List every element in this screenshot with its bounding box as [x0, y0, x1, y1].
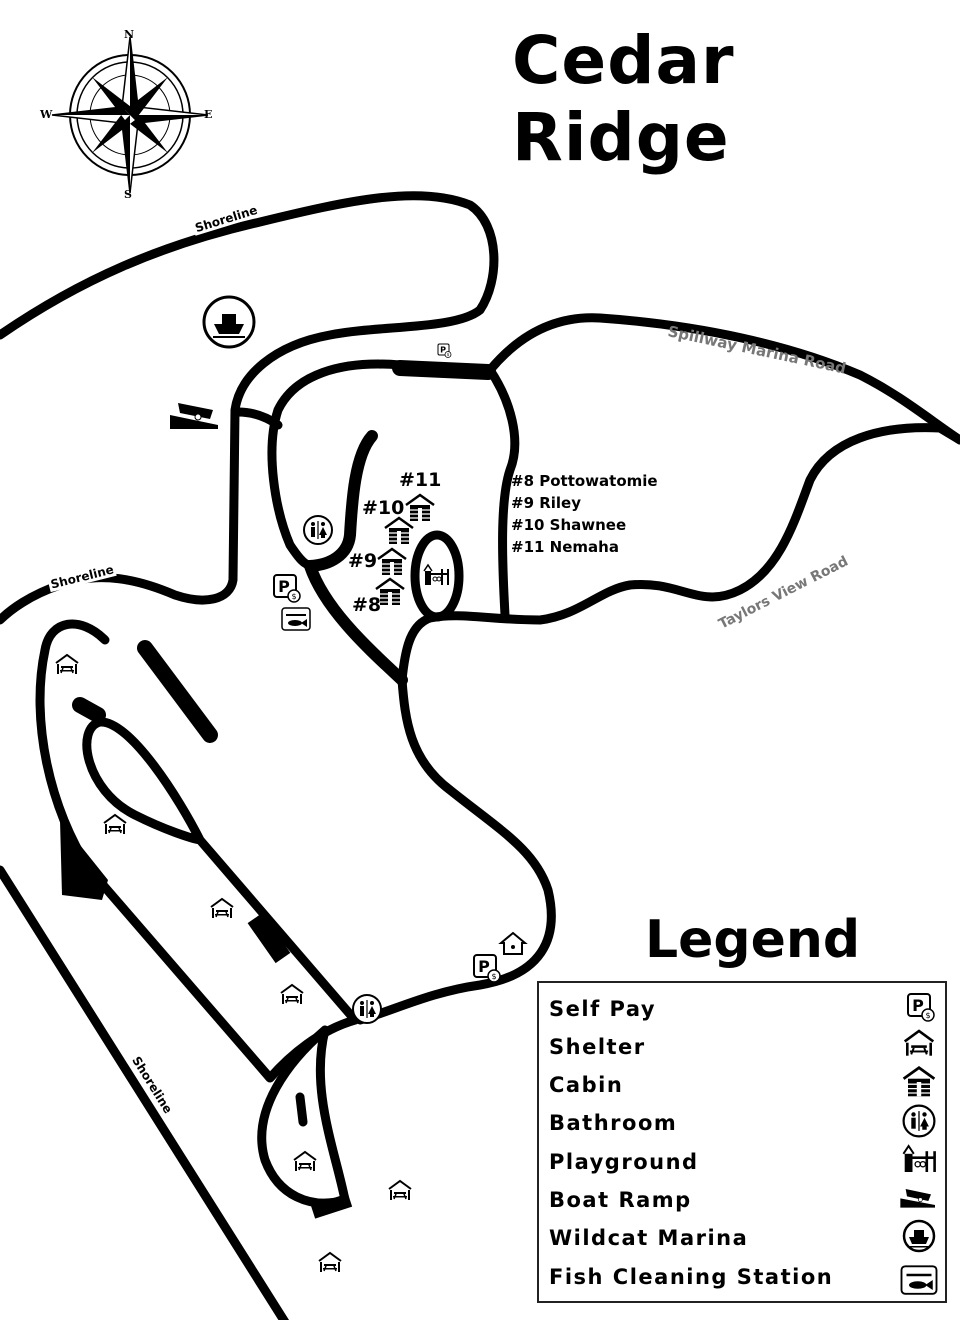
cabin-marker-9: #9	[348, 550, 378, 572]
parking-lot	[247, 912, 291, 964]
shoreline-top	[0, 191, 499, 625]
shelter-icon[interactable]	[318, 1252, 342, 1273]
shower-house-icon[interactable]	[498, 931, 528, 955]
cabin-road	[304, 430, 408, 686]
cabin-icon[interactable]	[404, 493, 436, 523]
playground-icon	[902, 1144, 936, 1174]
legend-item-fish-cleaning: Fish Cleaning Station	[549, 1265, 834, 1289]
campground-loop-road	[267, 359, 495, 570]
compass-north-label: N	[124, 28, 135, 41]
shelter-icon[interactable]	[388, 1180, 412, 1201]
legend-item-shelter: Shelter	[549, 1035, 646, 1059]
parking-lot	[72, 697, 106, 723]
cabin-icon	[902, 1066, 936, 1098]
legend-item-marina: Wildcat Marina	[549, 1226, 749, 1250]
legend-item-playground: Playground	[549, 1150, 699, 1174]
legend-item-boat-ramp: Boat Ramp	[549, 1188, 692, 1212]
legend-title: Legend	[645, 910, 861, 970]
cabin-list-item: #10 Shawnee	[511, 516, 627, 534]
shelter-icon[interactable]	[210, 898, 234, 919]
playground-icon[interactable]	[423, 564, 449, 586]
compass-south-label: S	[124, 188, 132, 201]
shoreline-bottom	[0, 865, 290, 1320]
shelter-icon[interactable]	[293, 1151, 317, 1172]
cabin-list-item: #8 Pottowatomie	[511, 472, 658, 490]
parking-lot	[310, 1193, 353, 1219]
cabin-icon[interactable]	[376, 547, 408, 577]
boat-ramp-icon	[900, 1189, 935, 1208]
cabin-marker-10: #10	[362, 497, 405, 519]
cabin-marker-11: #11	[399, 469, 442, 491]
playground-loop	[410, 530, 464, 622]
parking-lot	[137, 640, 218, 743]
bathroom-icon[interactable]	[352, 994, 382, 1024]
marina-icon	[902, 1219, 936, 1253]
shelter-icon[interactable]	[55, 654, 79, 675]
cabin-marker-8: #8	[352, 594, 382, 616]
shelter-icon[interactable]	[103, 814, 127, 835]
south-loop-road	[257, 1025, 350, 1208]
main-road-south	[355, 675, 556, 1025]
self-pay-icon	[907, 993, 935, 1022]
marina-icon[interactable]	[202, 295, 256, 349]
spur-road	[295, 1092, 308, 1127]
legend: Self Pay Shelter Cabin Bathroom Playgrou…	[537, 981, 947, 1303]
cabin-list-item: #9 Riley	[511, 494, 582, 512]
legend-item-bathroom: Bathroom	[549, 1111, 678, 1135]
shelter-icon[interactable]	[280, 984, 304, 1005]
east-connector-road	[485, 365, 520, 620]
boat-ramp-icon[interactable]	[170, 403, 218, 429]
fish-cleaning-icon	[900, 1265, 938, 1295]
self-pay-icon[interactable]	[273, 574, 301, 603]
legend-item-cabin: Cabin	[549, 1073, 624, 1097]
compass-west-label: W	[40, 108, 53, 121]
bathroom-icon[interactable]	[303, 515, 333, 545]
bathroom-icon	[902, 1104, 936, 1138]
self-pay-icon[interactable]	[473, 954, 501, 983]
parking-lot	[60, 820, 108, 900]
self-pay-icon[interactable]	[437, 343, 452, 358]
cabin-icon[interactable]	[383, 516, 415, 546]
inner-oval-road	[82, 717, 360, 1025]
shelter-icon	[903, 1029, 935, 1057]
fish-cleaning-icon[interactable]	[281, 607, 311, 631]
spillway-marina-road	[485, 313, 960, 445]
compass-rose-icon	[51, 36, 209, 194]
legend-item-self-pay: Self Pay	[549, 997, 657, 1021]
parking-lot	[392, 360, 496, 380]
page-title: Cedar Ridge	[512, 22, 735, 176]
taylors-view-road	[397, 423, 960, 685]
cabin-list-item: #11 Nemaha	[511, 538, 619, 556]
ramp-access-road	[233, 407, 283, 430]
compass-east-label: E	[204, 108, 213, 121]
